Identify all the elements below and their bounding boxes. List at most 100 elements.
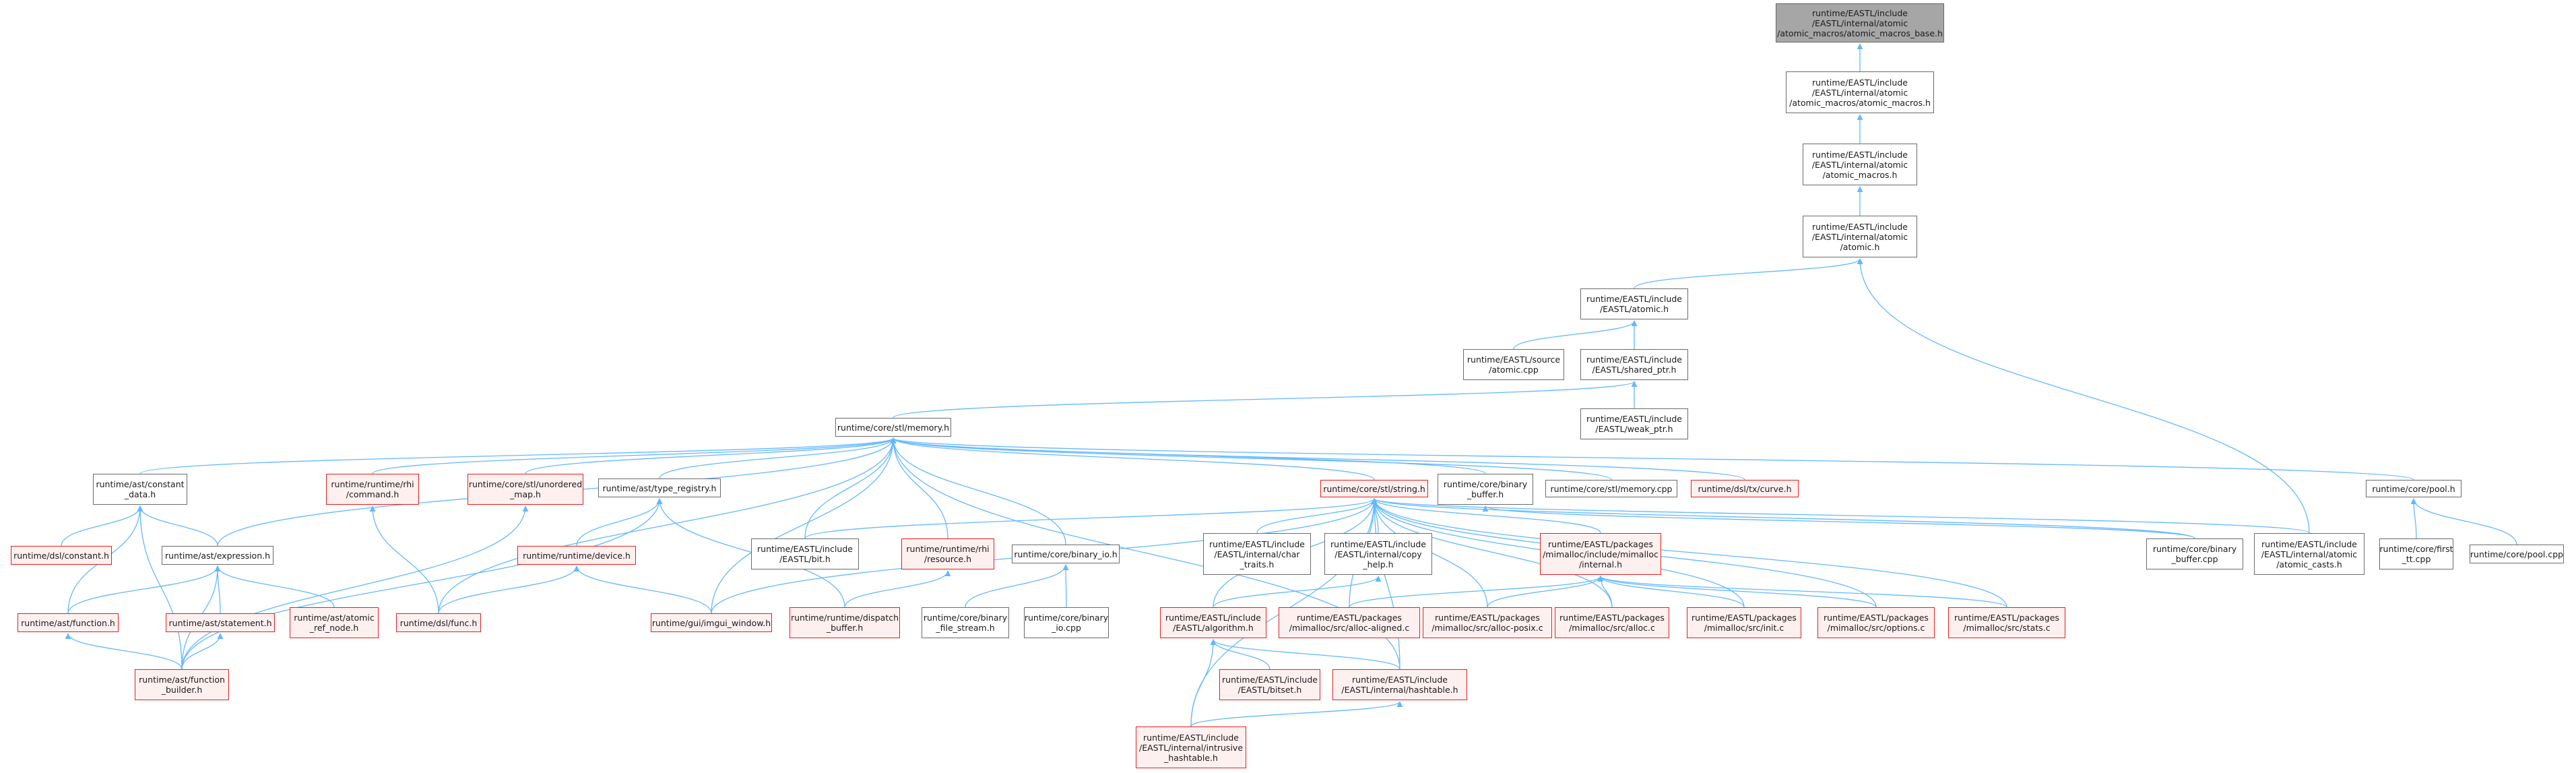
node-pool-h[interactable]: runtime/core/pool.h — [2366, 480, 2461, 497]
include-edge — [890, 437, 1612, 481]
node-rhi-command[interactable]: runtime/runtime/rhi /command.h — [326, 474, 419, 505]
node-internal-atomic[interactable]: runtime/EASTL/include /EASTL/internal/at… — [1803, 216, 1917, 257]
include-edge — [369, 505, 439, 614]
include-edge — [1513, 320, 1638, 350]
node-eastl-atomic[interactable]: runtime/EASTL/include /EASTL/atomic.h — [1580, 288, 1688, 319]
include-edge — [1256, 498, 1378, 534]
node-atomic-macros[interactable]: runtime/EASTL/include /EASTL/internal/at… — [1803, 144, 1917, 185]
node-ast-statement[interactable]: runtime/ast/statement.h — [166, 613, 275, 632]
node-copy-help[interactable]: runtime/EASTL/include /EASTL/internal/co… — [1324, 533, 1432, 575]
include-edge — [139, 437, 897, 474]
node-eastl-bit[interactable]: runtime/EASTL/include /EASTL/bit.h — [751, 538, 859, 569]
node-mimalloc-internal[interactable]: runtime/EASTL/packages /mimalloc/include… — [1540, 533, 1661, 575]
include-edge — [1487, 576, 1604, 608]
node-dsl-func[interactable]: runtime/dsl/func.h — [396, 613, 481, 632]
include-edge — [573, 565, 712, 614]
include-edge — [891, 437, 2414, 481]
include-edge — [890, 437, 948, 539]
include-edge — [438, 437, 897, 614]
include-edge — [2410, 498, 2517, 545]
node-hashtable[interactable]: runtime/EASTL/include /EASTL/internal/ha… — [1332, 669, 1467, 700]
include-edge — [890, 437, 1486, 474]
include-edge — [844, 570, 951, 608]
node-ast-function[interactable]: runtime/ast/function.h — [18, 613, 119, 632]
node-eastl-algorithm[interactable]: runtime/EASTL/include /EASTL/algorithm.h — [1160, 607, 1266, 638]
node-type-registry[interactable]: runtime/ast/type_registry.h — [598, 478, 721, 497]
node-string-h[interactable]: runtime/core/stl/string.h — [1320, 480, 1428, 497]
include-edge — [1210, 639, 1400, 670]
node-mimalloc-stats-c[interactable]: runtime/EASTL/packages /mimalloc/src/sta… — [1948, 607, 2065, 638]
include-edge — [1597, 576, 1877, 608]
node-binary-file-stream[interactable]: runtime/core/binary _file_stream.h — [922, 607, 1009, 638]
include-edge — [1634, 258, 1863, 289]
include-edge — [438, 565, 580, 614]
node-binary-io-cpp[interactable]: runtime/core/binary _io.cpp — [1024, 607, 1109, 638]
include-edge — [181, 505, 529, 670]
include-edge — [1371, 498, 2310, 534]
include-edge — [525, 437, 897, 474]
node-mimalloc-init-c[interactable]: runtime/EASTL/packages /mimalloc/src/ini… — [1687, 607, 1801, 638]
node-eastl-bitset[interactable]: runtime/EASTL/include /EASTL/bitset.h — [1219, 669, 1320, 700]
node-intrusive-hashtable[interactable]: runtime/EASTL/include /EASTL/internal/in… — [1136, 726, 1246, 768]
include-edge — [137, 505, 183, 670]
node-binary-buffer-cpp[interactable]: runtime/core/binary _buffer.cpp — [2146, 538, 2243, 569]
include-edge — [1190, 701, 1403, 727]
include-edge — [1213, 576, 1382, 608]
node-atomic-casts[interactable]: runtime/EASTL/include /EASTL/internal/at… — [2254, 533, 2364, 575]
node-memory-cpp[interactable]: runtime/core/stl/memory.cpp — [1545, 480, 1677, 497]
node-atomic-ref-node[interactable]: runtime/ast/atomic _ref_node.h — [290, 607, 379, 638]
node-weak-ptr[interactable]: runtime/EASTL/include /EASTL/weak_ptr.h — [1580, 408, 1688, 439]
node-imgui-window[interactable]: runtime/gui/imgui_window.h — [651, 613, 772, 632]
include-edge — [804, 437, 897, 539]
node-mimalloc-alloc-aligned[interactable]: runtime/EASTL/packages /mimalloc/src/all… — [1279, 607, 1420, 638]
include-edge — [711, 437, 897, 614]
include-edge — [214, 565, 221, 614]
include-edge — [804, 498, 1378, 539]
include-edge — [1597, 576, 1745, 608]
node-atomic-cpp[interactable]: runtime/EASTL/source /atomic.cpp — [1463, 349, 1564, 380]
include-edge — [965, 564, 1069, 608]
node-dispatch-buffer[interactable]: runtime/runtime/dispatch _buffer.h — [790, 607, 900, 638]
node-mimalloc-options-c[interactable]: runtime/EASTL/packages /mimalloc/src/opt… — [1817, 607, 1935, 638]
include-edge — [181, 633, 224, 670]
include-edge — [890, 437, 1375, 481]
include-edge — [659, 437, 897, 479]
include-edge — [1349, 576, 1604, 608]
include-edge — [1190, 639, 1217, 727]
node-curve-h[interactable]: runtime/dsl/tx/curve.h — [1691, 480, 1799, 497]
include-edge — [1371, 498, 2195, 539]
include-edge — [1597, 576, 2007, 608]
node-binary-io[interactable]: runtime/core/binary_io.h — [1012, 545, 1120, 563]
include-edge — [1371, 498, 1400, 670]
node-unordered-map[interactable]: runtime/core/stl/unordered _map.h — [468, 474, 583, 505]
node-shared-ptr[interactable]: runtime/EASTL/include /EASTL/shared_ptr.… — [1580, 349, 1688, 380]
node-constant-data[interactable]: runtime/ast/constant _data.h — [93, 474, 187, 505]
include-edge — [1371, 498, 1601, 534]
node-pool-cpp[interactable]: runtime/core/pool.cpp — [2470, 545, 2564, 563]
node-mimalloc-alloc-c[interactable]: runtime/EASTL/packages /mimalloc/src/all… — [1555, 607, 1669, 638]
node-atomic-macros-inner[interactable]: runtime/EASTL/include /EASTL/internal/at… — [1786, 71, 1934, 113]
include-edge — [1371, 498, 1613, 608]
include-edge — [890, 437, 1745, 481]
node-memory-h[interactable]: runtime/core/stl/memory.h — [835, 418, 951, 437]
node-first-tt[interactable]: runtime/core/first _tt.cpp — [2379, 538, 2453, 569]
node-dsl-constant[interactable]: runtime/dsl/constant.h — [11, 546, 112, 565]
node-rhi-resource[interactable]: runtime/runtime/rhi /resource.h — [901, 538, 994, 569]
node-expression[interactable]: runtime/ast/expression.h — [162, 546, 273, 565]
node-mimalloc-alloc-posix[interactable]: runtime/EASTL/packages /mimalloc/src/all… — [1423, 607, 1552, 638]
include-edge — [1371, 498, 2007, 608]
include-edge — [1857, 258, 2310, 534]
include-edge — [1482, 505, 2195, 539]
include-edge — [67, 565, 221, 614]
include-edge — [137, 505, 218, 547]
include-edge — [181, 498, 663, 670]
node-device-h[interactable]: runtime/runtime/device.h — [517, 546, 636, 565]
include-edge — [65, 633, 183, 670]
include-edge — [372, 437, 897, 474]
node-binary-buffer[interactable]: runtime/core/binary _buffer.h — [1438, 474, 1533, 505]
include-edge — [893, 381, 1638, 419]
node-atomic-macros-base: runtime/EASTL/include /EASTL/internal/at… — [1776, 3, 1944, 42]
node-char-traits[interactable]: runtime/EASTL/include /EASTL/internal/ch… — [1203, 533, 1311, 575]
node-function-builder[interactable]: runtime/ast/function _builder.h — [135, 669, 229, 700]
